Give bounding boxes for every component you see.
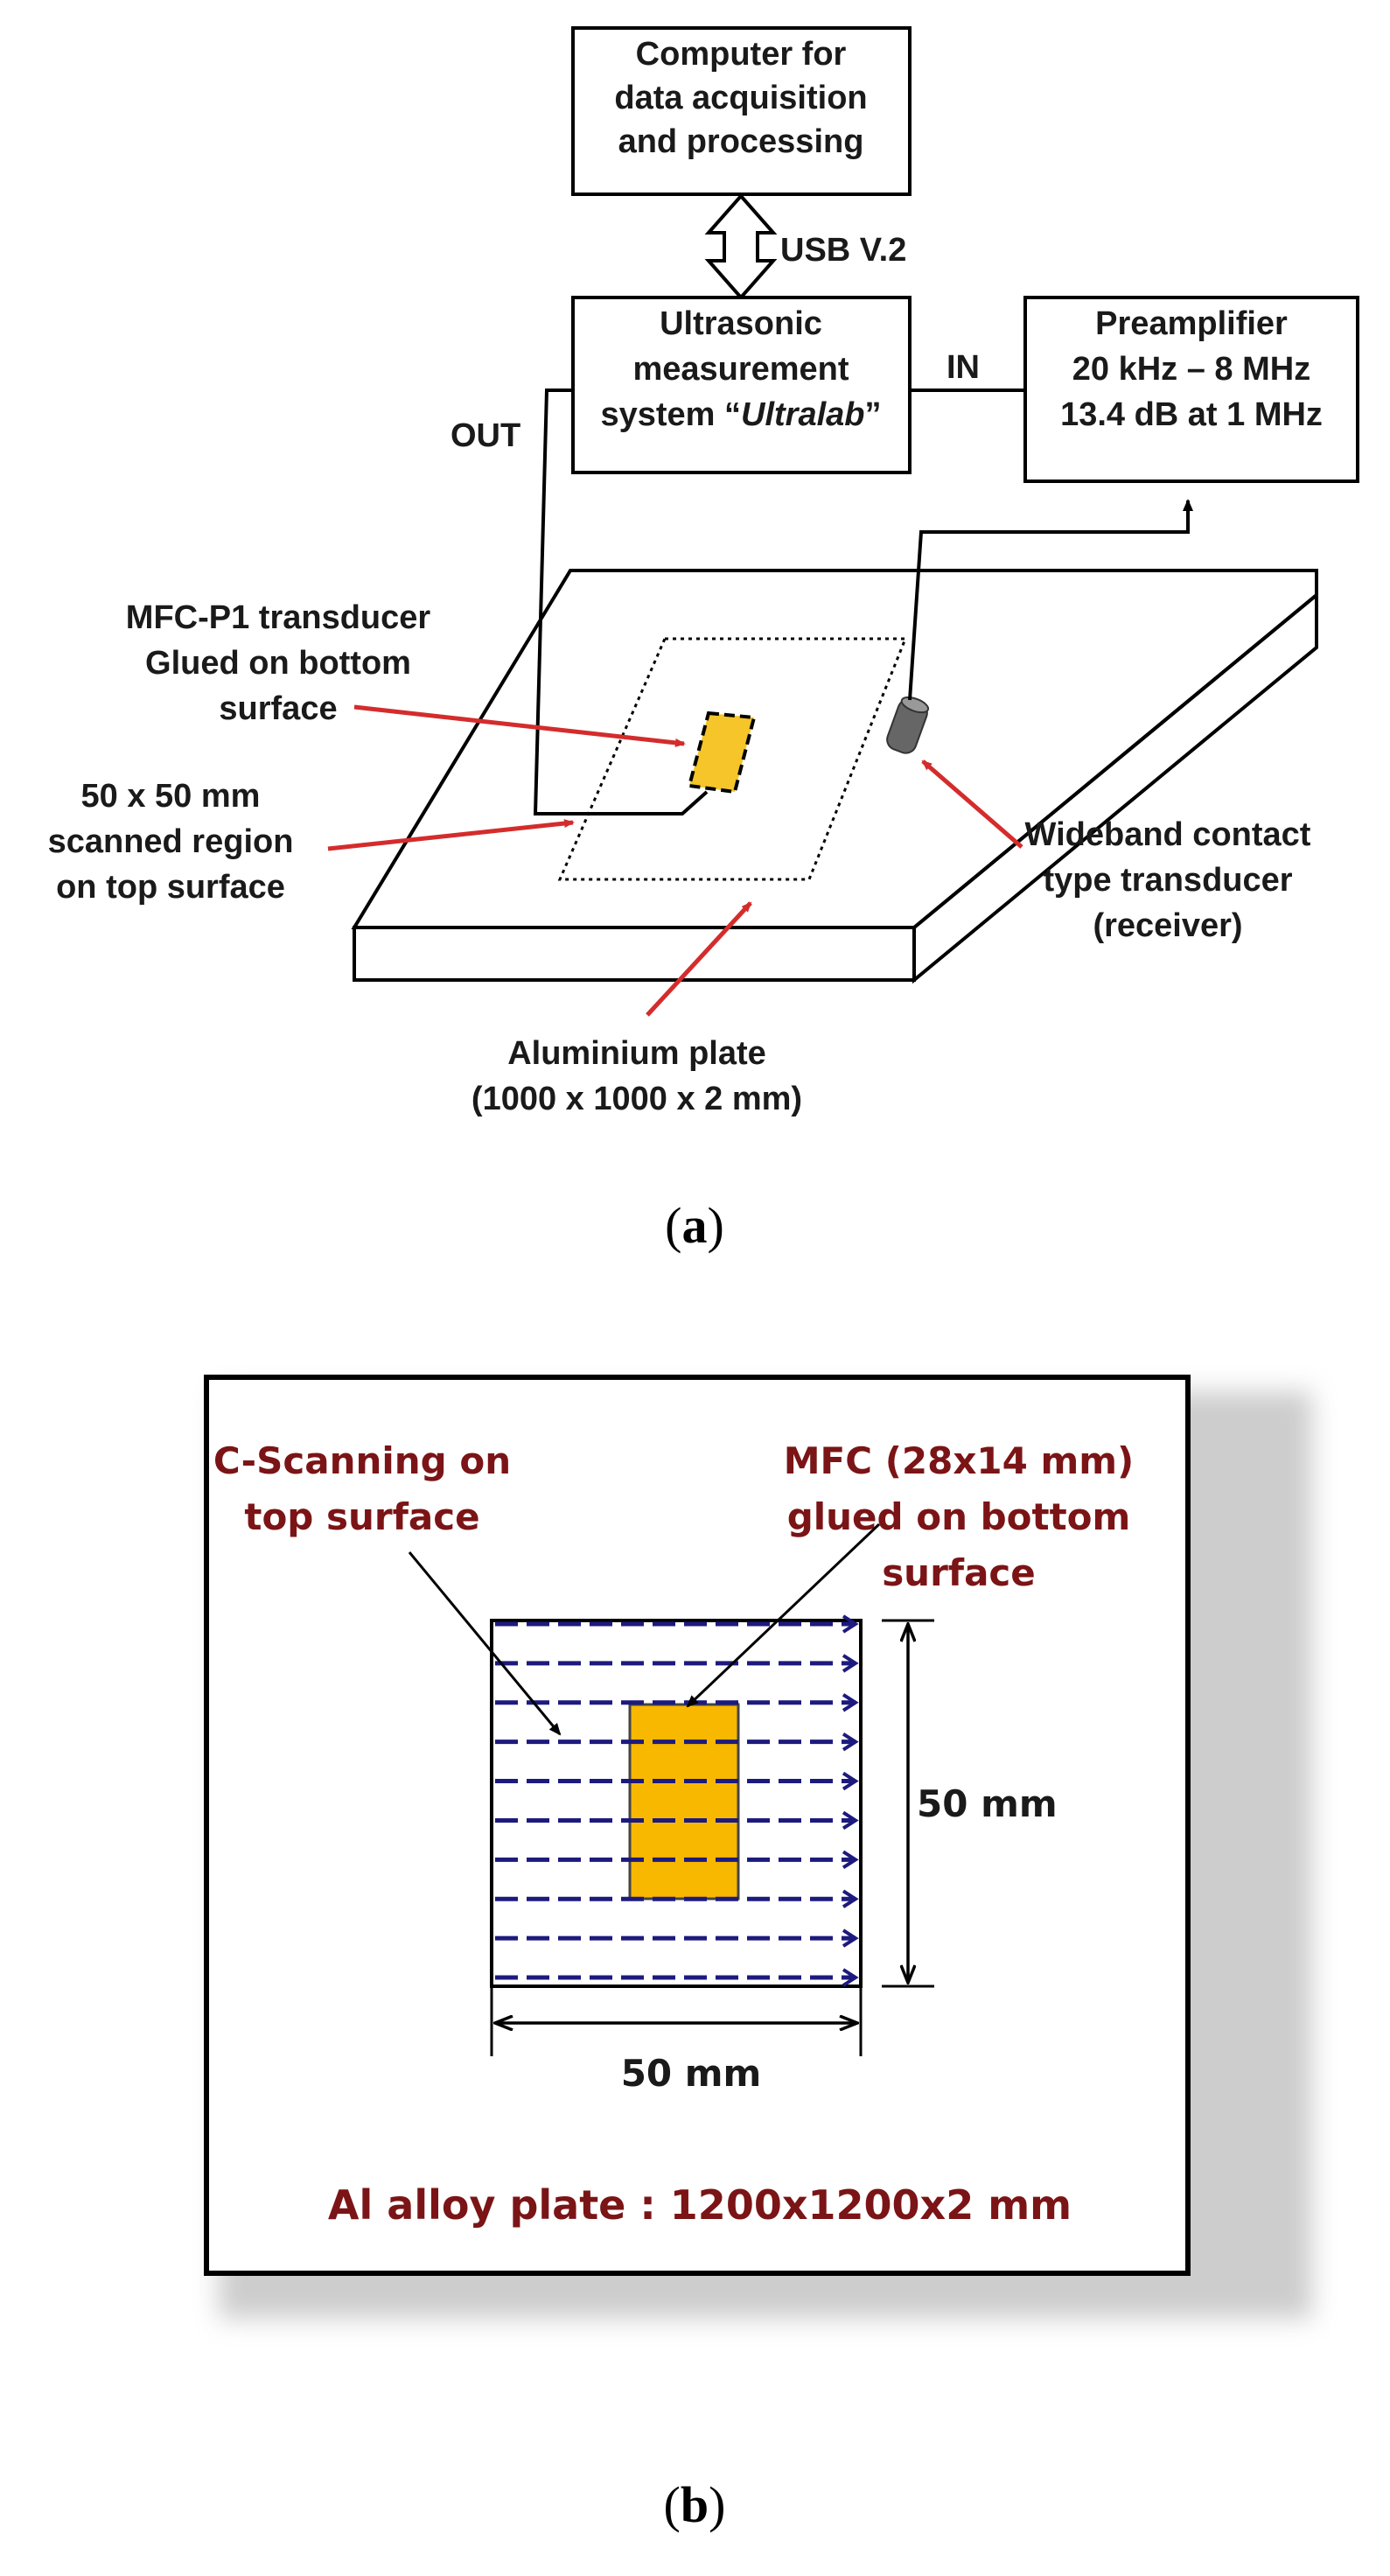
ultrasonic-label-line3: system “Ultralab” xyxy=(600,396,881,433)
in-label: IN xyxy=(946,349,980,386)
receiver-transducer xyxy=(886,696,930,754)
mfc-p1-label-line3: surface xyxy=(219,690,337,727)
ultrasonic-system-block: Ultrasonic measurement system “Ultralab” xyxy=(571,296,912,474)
preamplifier-block: Preamplifier 20 kHz – 8 MHz 13.4 dB at 1… xyxy=(1023,296,1359,483)
scan-lines xyxy=(495,1614,859,1987)
scanned-region-outline xyxy=(557,637,908,881)
receiver-wire xyxy=(908,499,1193,701)
mfc-transducer xyxy=(687,710,757,794)
caption-b: (b) xyxy=(664,2476,726,2533)
plate-label-line2: (1000 x 1000 x 2 mm) xyxy=(471,1081,802,1117)
cscan-label-line1: C-Scanning on xyxy=(213,1439,511,1482)
computer-block: Computer for data acquisition and proces… xyxy=(571,26,912,196)
plate-b-label: Al alloy plate : 1200x1200x2 mm xyxy=(328,2181,1072,2229)
plate-label-line1: Aluminium plate xyxy=(507,1035,766,1072)
mfc-transducer-shape xyxy=(687,710,757,794)
scan-region-pointer-arrow xyxy=(327,819,575,851)
ultrasonic-label-line1: Ultrasonic xyxy=(660,305,822,342)
preamp-label-line2: 20 kHz – 8 MHz xyxy=(1072,351,1310,388)
wideband-label-line2: type transducer xyxy=(1043,862,1292,899)
scan-region-label-line2: scanned region xyxy=(48,823,294,860)
wideband-label-line1: Wideband contact xyxy=(1025,816,1311,853)
wideband-pointer-arrow xyxy=(921,760,1023,849)
double-arrow-icon xyxy=(704,192,778,301)
mfc-p1-label-line2: Glued on bottom xyxy=(145,645,411,682)
wideband-label-line3: (receiver) xyxy=(1093,907,1242,944)
preamp-label-line1: Preamplifier xyxy=(1095,305,1288,342)
scan-region-label-line3: on top surface xyxy=(56,869,285,906)
mfc-b-label-line2: glued on bottom xyxy=(787,1495,1131,1538)
cscan-pointer-arrow xyxy=(408,1551,562,1736)
ultrasonic-label-line2: measurement xyxy=(632,351,849,388)
scan-region-label-line1: 50 x 50 mm xyxy=(81,778,261,815)
usb-label: USB V.2 xyxy=(780,232,906,269)
computer-label-line2: data acquisition xyxy=(614,80,867,116)
dim-v-label: 50 mm xyxy=(917,1782,1058,1825)
preamp-label-line3: 13.4 dB at 1 MHz xyxy=(1060,396,1323,433)
mfc-b-pointer-arrow xyxy=(686,1522,881,1708)
aluminium-plate xyxy=(351,569,1318,984)
mfc-b-label-line3: surface xyxy=(882,1551,1036,1594)
mfc-pointer-arrow xyxy=(353,704,686,747)
usb-connection: USB V.2 xyxy=(704,192,906,301)
mfc-b-label-line1: MFC (28x14 mm) xyxy=(784,1439,1134,1482)
computer-label-line1: Computer for xyxy=(636,36,847,73)
computer-label-line3: and processing xyxy=(618,123,864,160)
panel-b: C-Scanning on top surface MFC (28x14 mm)… xyxy=(204,1375,1312,2533)
dim-h-label: 50 mm xyxy=(621,2052,762,2095)
panel-a: Computer for data acquisition and proces… xyxy=(48,26,1359,1254)
plate-pointer-arrow xyxy=(646,901,752,1017)
cscan-label-line2: top surface xyxy=(244,1495,479,1538)
out-label: OUT xyxy=(451,417,520,454)
caption-a: (a) xyxy=(665,1197,724,1254)
out-wire xyxy=(533,388,709,816)
mfc-b-shape xyxy=(628,1703,740,1900)
mfc-p1-label-line1: MFC-P1 transducer xyxy=(126,599,431,636)
